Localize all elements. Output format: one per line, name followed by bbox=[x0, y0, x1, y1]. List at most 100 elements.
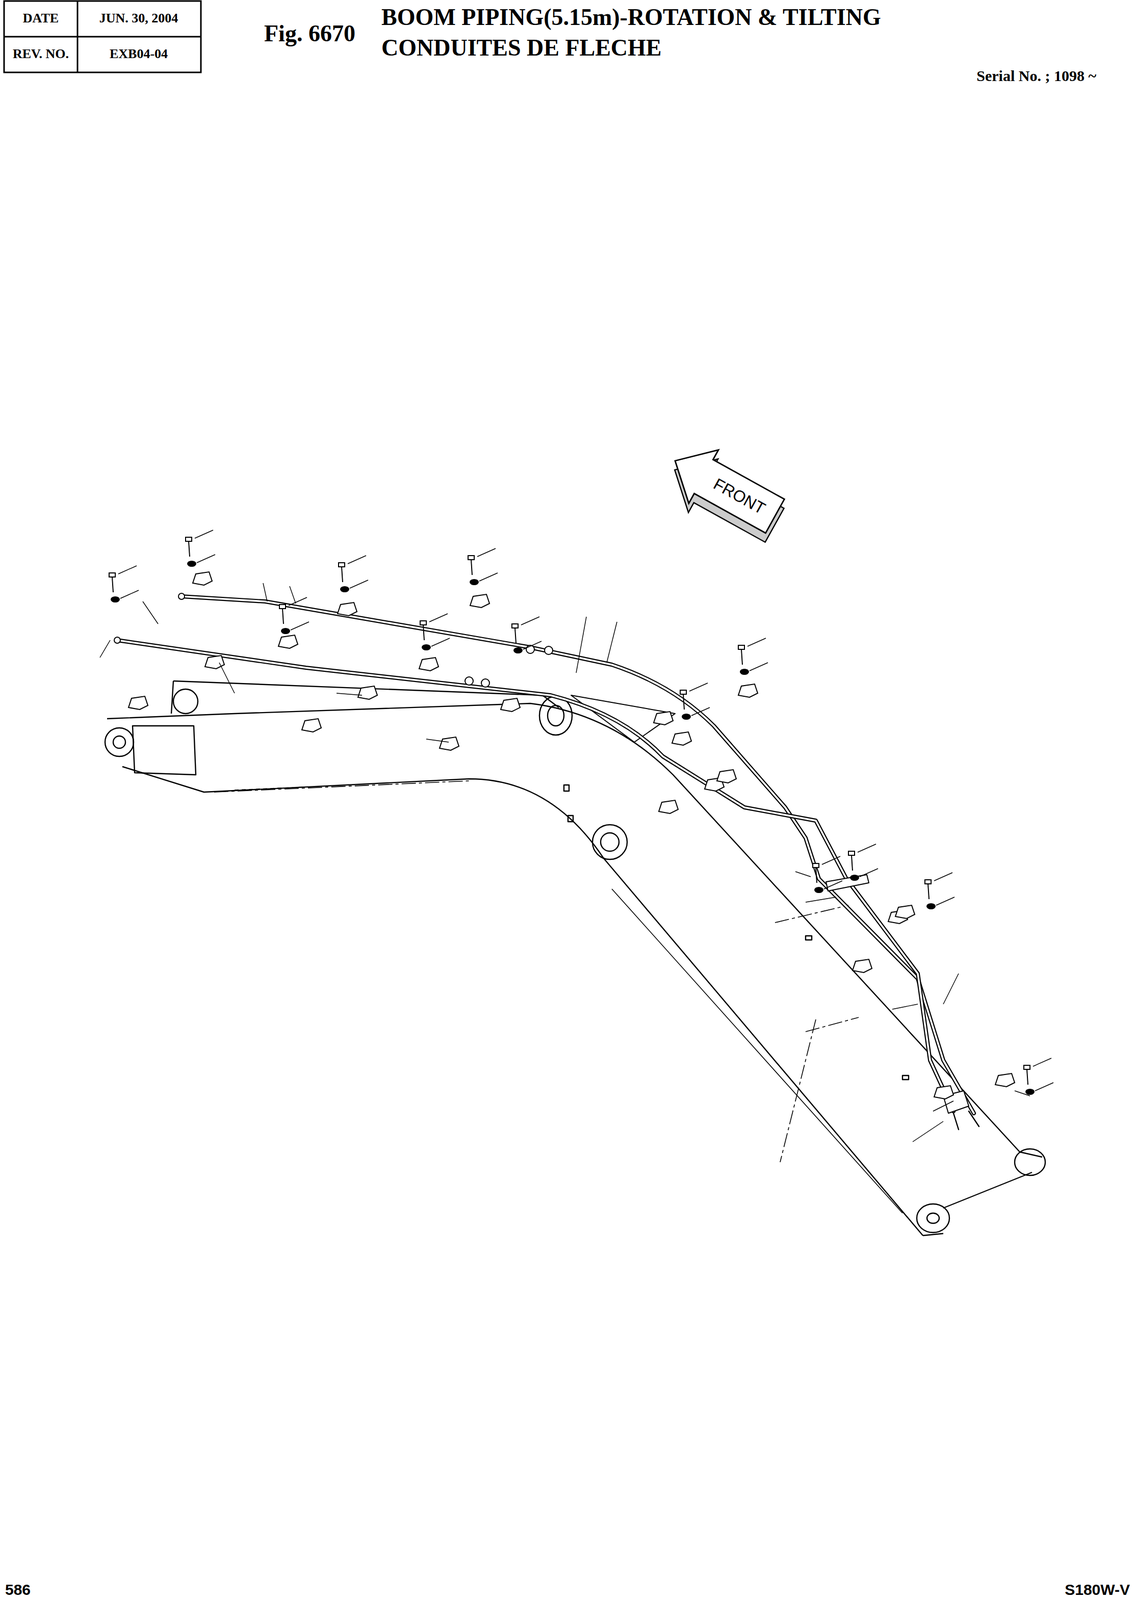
drawing-stroke bbox=[338, 562, 345, 567]
leader-line bbox=[576, 616, 587, 674]
bolt bbox=[420, 613, 450, 651]
bolt bbox=[738, 638, 768, 675]
drawing-stroke bbox=[936, 897, 955, 906]
drawing-stroke bbox=[173, 689, 198, 714]
bolt bbox=[468, 548, 498, 585]
drawing-stroke bbox=[173, 681, 559, 708]
date-value: JUN. 30, 2004 bbox=[99, 11, 179, 27]
bolt bbox=[812, 856, 843, 893]
drawing-stroke bbox=[281, 628, 290, 634]
drawing-stroke bbox=[857, 844, 876, 853]
figure-number: Fig. 6670 bbox=[264, 20, 356, 47]
drawing-stroke bbox=[780, 1019, 816, 1163]
drawing-stroke bbox=[902, 1075, 909, 1080]
serial-number: Serial No. ; 1098 ~ bbox=[976, 67, 1097, 85]
pipe-clamp bbox=[301, 718, 322, 733]
pipe-clamp bbox=[419, 657, 439, 672]
drawing-stroke bbox=[826, 874, 869, 892]
drawing-stroke bbox=[738, 645, 745, 650]
drawing-stroke bbox=[689, 683, 708, 692]
bolts bbox=[109, 530, 1054, 1095]
leader-line bbox=[99, 640, 111, 658]
pipe-clamp bbox=[439, 737, 459, 751]
bolt bbox=[924, 872, 955, 910]
drawing-stroke bbox=[1023, 1065, 1030, 1070]
drawing-stroke bbox=[420, 621, 427, 626]
drawing-stroke bbox=[481, 679, 490, 688]
bolt bbox=[338, 555, 369, 592]
drawing-stroke bbox=[682, 714, 691, 720]
drawing-stroke bbox=[288, 597, 307, 606]
table-header: DATE bbox=[22, 11, 59, 27]
drawing-stroke bbox=[953, 1111, 979, 1130]
drawing-stroke bbox=[349, 580, 369, 589]
drawing-stroke bbox=[4, 36, 201, 38]
drawing-stroke bbox=[943, 1172, 1033, 1209]
pipe-clamp bbox=[895, 905, 915, 919]
drawing-stroke bbox=[916, 1204, 950, 1233]
drawing-stroke bbox=[1019, 1152, 1043, 1158]
page-number: 586 bbox=[5, 1581, 31, 1599]
hydraulic-pipes bbox=[114, 593, 979, 1130]
pipe-clamps bbox=[128, 572, 1015, 1100]
drawing-stroke bbox=[471, 559, 473, 576]
pipe-clamp bbox=[934, 1086, 954, 1100]
pipe-clamp bbox=[738, 684, 758, 698]
drawing-stroke bbox=[423, 625, 425, 641]
leader-line bbox=[219, 662, 235, 694]
drawing-stroke bbox=[934, 872, 953, 882]
drawing-stroke bbox=[431, 638, 450, 647]
leader-line bbox=[1014, 1091, 1030, 1097]
drawing-stroke bbox=[105, 728, 134, 757]
drawing-stroke bbox=[600, 833, 619, 852]
drawing-stroke bbox=[740, 669, 749, 675]
drawing-stroke bbox=[112, 577, 114, 593]
drawing-stroke bbox=[924, 880, 932, 885]
drawing-stroke bbox=[188, 541, 190, 557]
drawing-stroke bbox=[812, 863, 819, 868]
drawing-stroke bbox=[568, 815, 574, 822]
drawing-stroke bbox=[181, 596, 974, 1114]
drawing-stroke bbox=[927, 884, 930, 900]
drawing-stroke bbox=[465, 677, 474, 686]
date-table bbox=[4, 1, 201, 73]
drawing-stroke bbox=[279, 604, 286, 609]
drawing-stroke bbox=[479, 573, 498, 582]
drawing-stroke bbox=[214, 781, 470, 793]
drawing-stroke bbox=[341, 566, 343, 583]
drawing-stroke bbox=[117, 640, 954, 1112]
drawing-stroke bbox=[340, 586, 349, 592]
drawing-stroke bbox=[859, 868, 879, 877]
drawing-stroke bbox=[111, 597, 120, 603]
drawing-stroke bbox=[814, 887, 823, 893]
drawing-stroke bbox=[926, 904, 936, 910]
drawing-stroke bbox=[823, 881, 843, 890]
drawing-stroke bbox=[185, 537, 192, 542]
drawing-stroke bbox=[196, 554, 216, 563]
drawing-stroke bbox=[848, 851, 855, 856]
title: BOOM PIPING(5.15m)-ROTATION & TILTING bbox=[381, 4, 882, 31]
drawing-stroke bbox=[1035, 1082, 1054, 1092]
leader-line bbox=[289, 586, 296, 604]
drawing-stroke bbox=[114, 637, 121, 644]
pipe-clamp bbox=[278, 635, 298, 649]
drawing-stroke bbox=[290, 622, 309, 631]
drawing-stroke bbox=[611, 889, 903, 1214]
drawing-stroke bbox=[470, 579, 479, 585]
bolt bbox=[680, 683, 710, 720]
drawing-stroke bbox=[76, 1, 79, 73]
drawing-stroke bbox=[563, 785, 570, 792]
leader-line bbox=[426, 739, 449, 743]
drawing-stroke bbox=[282, 608, 284, 625]
pipe-clamp bbox=[500, 698, 521, 712]
leader-line bbox=[336, 693, 363, 696]
revision-value: EXB04-04 bbox=[109, 46, 168, 62]
drawing-stroke bbox=[171, 681, 174, 714]
drawing-stroke bbox=[851, 855, 853, 871]
pipe-clamp bbox=[470, 594, 490, 608]
leader-line bbox=[912, 1121, 944, 1143]
drawing-stroke bbox=[181, 596, 974, 1114]
subtitle: CONDUITES DE FLECHE bbox=[381, 35, 662, 62]
bolt bbox=[185, 530, 216, 567]
